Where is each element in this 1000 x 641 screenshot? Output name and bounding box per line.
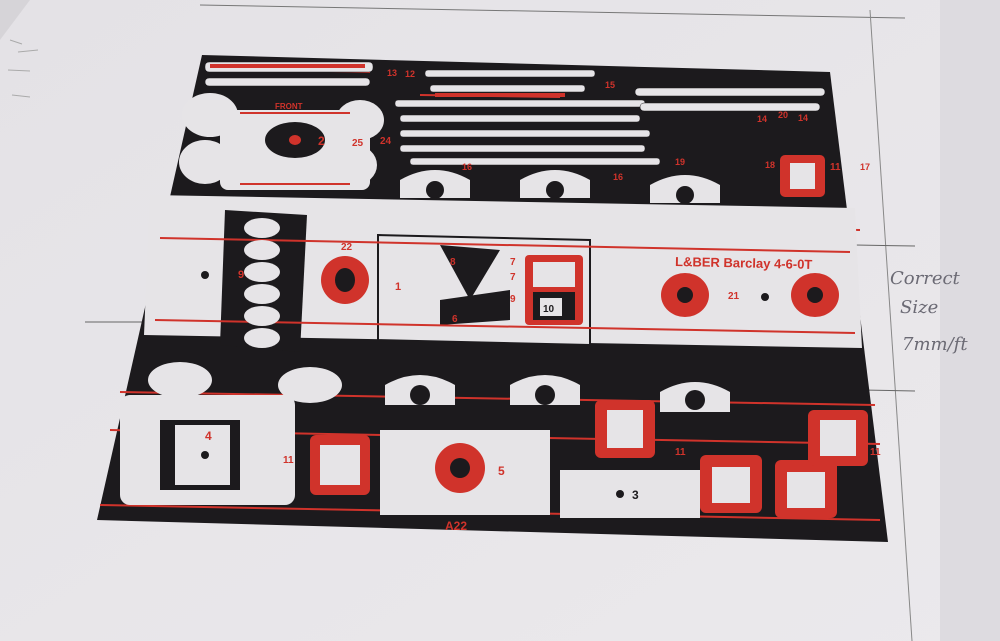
part-number-24: 24 [380, 136, 392, 147]
lower-parts [120, 155, 868, 518]
part-number-16a: 16 [462, 162, 472, 172]
part-number-3: 3 [632, 488, 639, 502]
connecting-rods [204, 61, 826, 166]
part-number-15: 15 [605, 80, 615, 90]
part-number-14b: 14 [798, 113, 808, 123]
cutout-holes [410, 181, 705, 410]
part-number-11f: 11 [870, 447, 881, 458]
part-number-8: 8 [450, 257, 456, 268]
handwritten-scale: 7mm/ft [902, 334, 968, 355]
part-number-16b: 16 [613, 172, 623, 182]
part-number-11a: 11 [283, 455, 294, 466]
pencil-guide-right-2 [861, 389, 916, 392]
part-number-19: 19 [675, 157, 685, 167]
handwritten-size: Size [900, 297, 938, 318]
part-number-5: 5 [498, 464, 505, 478]
part-number-4: 4 [205, 429, 212, 443]
part-number-13: 13 [387, 68, 397, 78]
part-number-7a: 7 [510, 257, 516, 268]
red-rod [210, 64, 365, 68]
sheet-right-edge [940, 0, 1000, 641]
pencil-frame-top [199, 4, 906, 19]
part-number-1: 1 [395, 281, 401, 293]
red-rod-2 [435, 93, 565, 97]
part-number-17: 17 [860, 162, 870, 172]
handwritten-correct: Correct [890, 268, 961, 289]
part-number-22: 22 [341, 242, 353, 253]
part-number-25: 25 [352, 138, 364, 149]
bottom-label: A22 [445, 519, 467, 533]
fret-title: L&BER Barclay 4-6-0T [675, 254, 813, 272]
part-number-11e: 11 [830, 162, 841, 173]
part-number-9b: 9 [510, 294, 516, 305]
front-label: FRONT [275, 102, 303, 111]
part-number-10: 10 [543, 304, 555, 315]
part-number-20: 20 [778, 110, 788, 120]
part-number-11b: 11 [675, 447, 686, 458]
part-number-11d: 11 [822, 525, 833, 536]
part-number-7b: 7 [510, 272, 516, 283]
pencil-frame-right [869, 9, 913, 641]
buffer-beam-part [179, 93, 384, 190]
part-number-9: 9 [238, 269, 244, 281]
part-number-6: 6 [452, 314, 458, 325]
part-number-14a: 14 [757, 114, 767, 124]
spoke-part [244, 218, 280, 348]
part-number-18: 18 [765, 160, 775, 170]
part-number-21: 21 [728, 291, 740, 302]
part-number-2: 2 [318, 134, 325, 148]
part-number-12: 12 [405, 69, 415, 79]
pencil-guide-right [854, 244, 916, 247]
part-number-11c: 11 [755, 525, 766, 536]
faint-notes [7, 39, 39, 98]
